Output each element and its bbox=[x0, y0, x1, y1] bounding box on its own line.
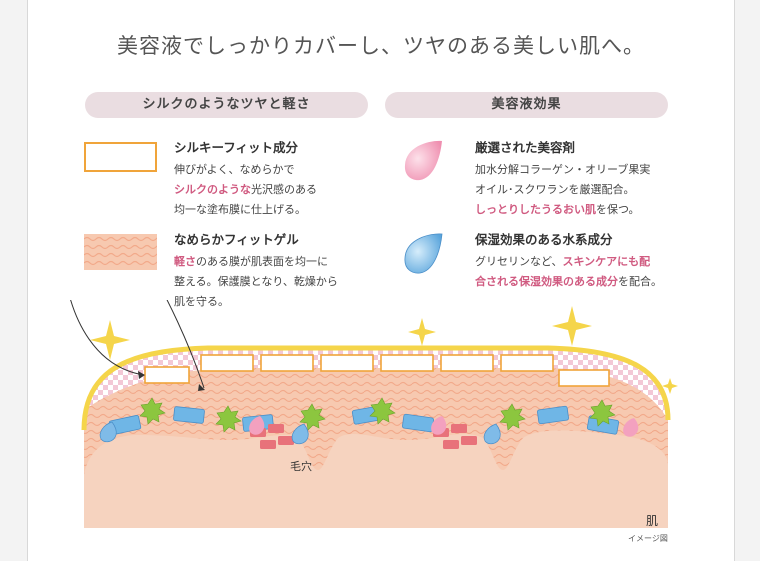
gel-line1-rest: のある膜が肌表面を均一に bbox=[196, 255, 328, 268]
silky-fit-title: シルキーフィット成分 bbox=[174, 140, 299, 155]
legend-gel-swatch bbox=[84, 234, 157, 270]
moist-line2-rest: を配合。 bbox=[618, 275, 662, 288]
header-serum-effect: 美容液効果 bbox=[385, 92, 668, 118]
moist-line1-plain: グリセリンなど、 bbox=[475, 255, 563, 268]
gel-line3: 肌を守る。 bbox=[174, 295, 229, 308]
silky-fit-line2-rest: 光沢感のある bbox=[251, 183, 317, 196]
serum-line2: オイル･スクワランを厳選配合。 bbox=[475, 183, 635, 196]
pink-drop-icon bbox=[404, 140, 442, 181]
moist-line1: グリセリンなど、スキンケアにも配 bbox=[475, 252, 662, 272]
serum-title: 厳選された美容剤 bbox=[475, 140, 576, 155]
page-title: 美容液でしっかりカバーし、ツヤのある美しい肌へ。 bbox=[117, 34, 645, 58]
silky-fit-line2: シルクのような光沢感のある bbox=[174, 180, 317, 200]
moist-line2: 合される保湿効果のある成分を配合。 bbox=[475, 272, 662, 292]
legend-silky-fit-box bbox=[84, 142, 157, 172]
skin-label: 肌 bbox=[646, 514, 659, 528]
moist-description: 保湿効果のある水系成分 グリセリンなど、スキンケアにも配 合される保湿効果のある… bbox=[475, 230, 662, 292]
gel-highlight: 軽さ bbox=[174, 255, 196, 268]
image-note: イメージ図 bbox=[628, 534, 668, 543]
serum-description: 厳選された美容剤 加水分解コラーゲン・オリーブ果実 オイル･スクワランを厳選配合… bbox=[475, 138, 650, 220]
silky-fit-highlight: シルクのような bbox=[174, 183, 251, 196]
silky-fit-line1: 伸びがよく、なめらかで bbox=[174, 163, 295, 176]
serum-highlight: しっとりしたうるおい肌 bbox=[475, 203, 596, 216]
serum-line3: しっとりしたうるおい肌を保つ。 bbox=[475, 200, 650, 220]
header-silk-gloss: シルクのようなツヤと軽さ bbox=[85, 92, 368, 118]
moist-highlight-1: スキンケアにも配 bbox=[562, 255, 651, 268]
diagram-frame: 美容液でしっかりカバーし、ツヤのある美しい肌へ。 シルクのようなツヤと軽さ 美容… bbox=[27, 0, 735, 561]
skin-cross-section bbox=[70, 300, 678, 528]
gel-line2: 整える。保護膜となり、乾燥から bbox=[174, 275, 338, 288]
serum-line3-rest: を保つ。 bbox=[596, 203, 640, 216]
blue-drop-icon bbox=[404, 233, 443, 274]
gel-line1: 軽さのある膜が肌表面を均一に bbox=[174, 252, 338, 272]
moist-title: 保湿効果のある水系成分 bbox=[475, 232, 613, 247]
silky-fit-description: シルキーフィット成分 伸びがよく、なめらかで シルクのような光沢感のある 均一な… bbox=[174, 138, 317, 220]
gel-description: なめらかフィットゲル 軽さのある膜が肌表面を均一に 整える。保護膜となり、乾燥か… bbox=[174, 230, 338, 312]
moist-highlight-2: 合される保湿効果のある成分 bbox=[475, 275, 618, 288]
gel-title: なめらかフィットゲル bbox=[174, 232, 299, 247]
serum-line1: 加水分解コラーゲン・オリーブ果実 bbox=[475, 163, 651, 176]
pore-label: 毛穴 bbox=[290, 460, 312, 473]
silky-fit-line3: 均一な塗布膜に仕上げる。 bbox=[174, 203, 306, 216]
